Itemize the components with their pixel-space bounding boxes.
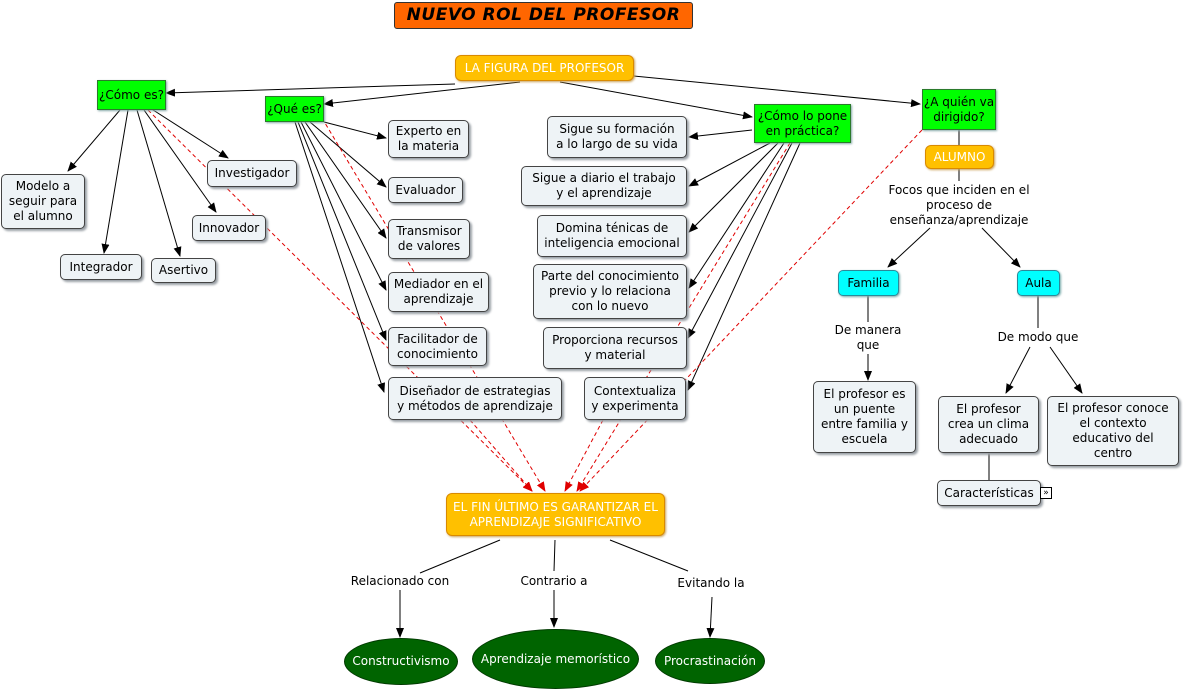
node-facilitador-de-conocimiento[interactable]: Facilitador de conocimiento bbox=[388, 327, 487, 366]
node-profesor-clima[interactable]: El profesor crea un clima adecuado bbox=[938, 396, 1039, 453]
node-domina-tecnicas[interactable]: Domina ténicas de inteligencia emocional bbox=[537, 215, 687, 257]
node-disenador-de-estrategias[interactable]: Diseñador de estrategias y métodos de ap… bbox=[388, 377, 562, 420]
node-asertivo[interactable]: Asertivo bbox=[151, 258, 216, 283]
node-constructivismo[interactable]: Constructivismo bbox=[344, 638, 458, 685]
node-profesor-puente[interactable]: El profesor es un puente entre familia y… bbox=[813, 381, 916, 453]
node-como-lo-pone-en-practica[interactable]: ¿Cómo lo pone en práctica? bbox=[754, 104, 851, 143]
node-integrador[interactable]: Integrador bbox=[60, 254, 142, 280]
node-contextualiza-y-experimenta[interactable]: Contextualiza y experimenta bbox=[584, 377, 686, 420]
node-sigue-a-diario[interactable]: Sigue a diario el trabajo y el aprendiza… bbox=[521, 166, 687, 206]
label-evitando-la: Evitando la bbox=[677, 575, 745, 590]
node-proporciona-recursos[interactable]: Proporciona recursos y material bbox=[543, 327, 687, 369]
double-chevron-right-icon[interactable]: » bbox=[1040, 487, 1052, 499]
node-investigador[interactable]: Investigador bbox=[207, 160, 297, 187]
node-innovador[interactable]: Innovador bbox=[192, 215, 266, 241]
page-title: NUEVO ROL DEL PROFESOR bbox=[394, 2, 693, 29]
node-la-figura-del-profesor[interactable]: LA FIGURA DEL PROFESOR bbox=[455, 55, 634, 81]
node-alumno[interactable]: ALUMNO bbox=[925, 145, 994, 169]
label-de-modo-que: De modo que bbox=[997, 330, 1079, 344]
node-experto-en-la-materia[interactable]: Experto en la materia bbox=[388, 120, 469, 158]
node-modelo-a-seguir[interactable]: Modelo a seguir para el alumno bbox=[1, 174, 85, 229]
node-profesor-contexto[interactable]: El profesor conoce el contexto educativo… bbox=[1047, 396, 1179, 466]
node-sigue-su-formacion[interactable]: Sigue su formación a lo largo de su vida bbox=[547, 116, 687, 158]
label-focos-que-inciden: Focos que inciden en el proceso de enseñ… bbox=[888, 182, 1030, 227]
node-aprendizaje-memoristico[interactable]: Aprendizaje memorístico bbox=[472, 629, 639, 689]
node-a-quien-va-dirigido[interactable]: ¿A quién va dirigido? bbox=[922, 89, 996, 130]
node-procrastinacion[interactable]: Procrastinación bbox=[655, 638, 765, 684]
node-mediador-en-el-aprendizaje[interactable]: Mediador en el aprendizaje bbox=[388, 272, 489, 312]
node-que-es[interactable]: ¿Qué es? bbox=[265, 96, 324, 122]
node-familia[interactable]: Familia bbox=[838, 270, 899, 296]
node-transmisor-de-valores[interactable]: Transmisor de valores bbox=[388, 219, 470, 259]
node-evaluador[interactable]: Evaluador bbox=[388, 177, 463, 203]
node-como-es[interactable]: ¿Cómo es? bbox=[97, 80, 166, 110]
node-aula[interactable]: Aula bbox=[1017, 270, 1060, 296]
label-de-manera-que: De manera que bbox=[834, 323, 902, 352]
label-relacionado-con: Relacionado con bbox=[350, 573, 450, 588]
node-caracteristicas[interactable]: Características bbox=[937, 480, 1041, 506]
node-el-fin-ultimo[interactable]: EL FIN ÚLTIMO ES GARANTIZAR EL APRENDIZA… bbox=[446, 493, 665, 536]
label-contrario-a: Contrario a bbox=[520, 573, 588, 588]
node-parte-del-conocimiento[interactable]: Parte del conocimiento previo y lo relac… bbox=[533, 264, 687, 319]
